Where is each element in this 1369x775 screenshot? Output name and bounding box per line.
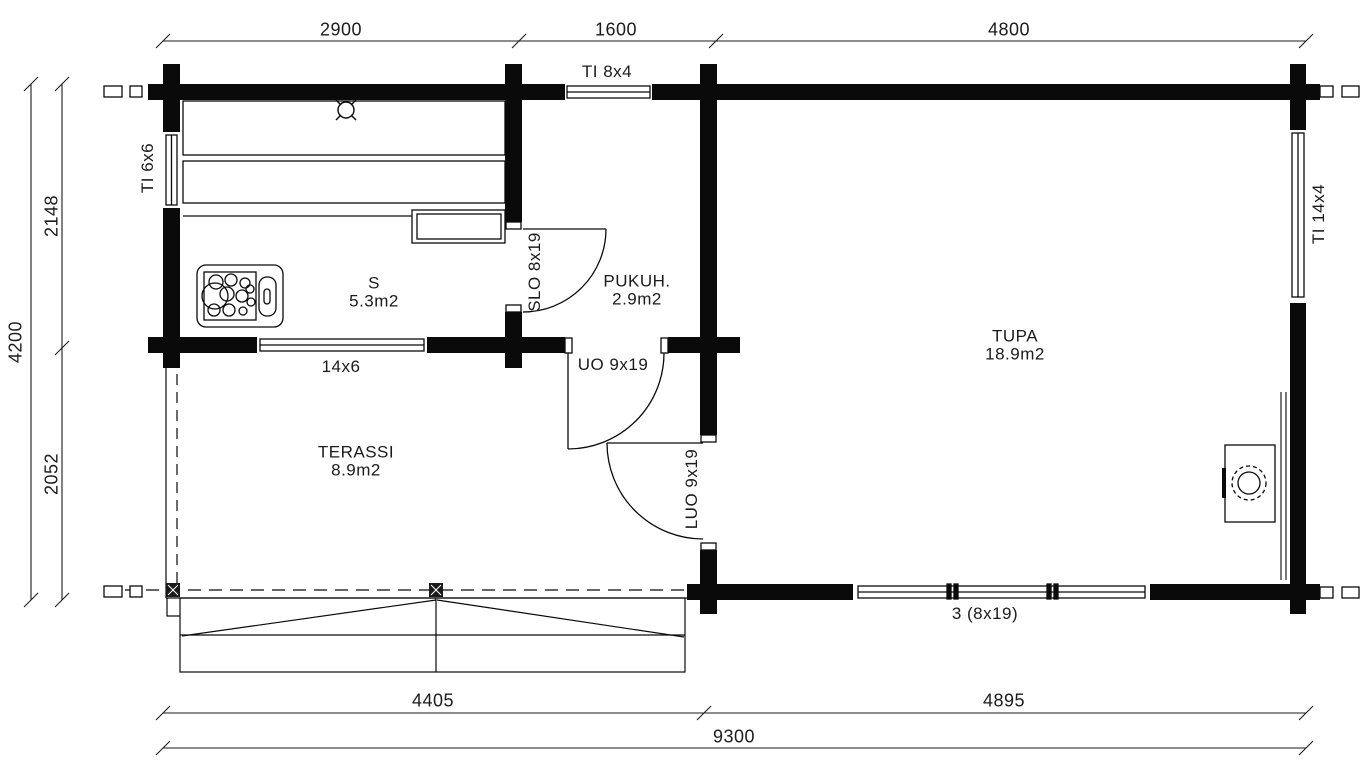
window-right-TI14x4: [1291, 132, 1305, 298]
ceiling-lamp-icon: [335, 99, 357, 121]
room-area: 18.9m2: [985, 345, 1045, 364]
room-label-terrace: TERASSI 8.9m2: [317, 442, 395, 481]
label-door-terrace: LUO 9x19: [682, 448, 701, 530]
terrace-structure: [104, 356, 700, 673]
dim-top-1: 2900: [319, 19, 363, 40]
window-tupa-triple: [857, 583, 1146, 600]
wall-shelf: [1280, 392, 1287, 580]
dim-bottom-right: 4895: [982, 690, 1026, 711]
dim-top-2: 1600: [594, 19, 638, 40]
room-label-dressing: PUKUH. 2.9m2: [603, 271, 671, 310]
room-name: TERASSI: [317, 442, 395, 462]
window-left-TI6x6: [165, 134, 178, 206]
dim-left-total: 4200: [5, 320, 26, 364]
log-ends: [103, 85, 1360, 599]
walls: [148, 64, 1320, 614]
dim-top-3: 4800: [987, 19, 1031, 40]
label-window-sauna: 14x6: [321, 357, 361, 376]
label-window-right: TI 14x4: [1309, 183, 1328, 245]
window-sauna-14x6: [259, 338, 425, 352]
room-area: 5.3m2: [349, 292, 399, 311]
room-area: 2.9m2: [612, 290, 662, 309]
window-top-TI8x4: [566, 85, 651, 99]
room-name: TUPA: [991, 326, 1039, 346]
window-symbols: [165, 85, 1305, 600]
dim-bottom-total: 9300: [712, 726, 756, 747]
door-terrace-LUO: [606, 434, 717, 551]
dim-left-upper: 2148: [41, 194, 62, 238]
label-door-sauna: SLO 8x19: [525, 232, 544, 312]
door-symbols: [505, 221, 717, 551]
room-name: PUKUH.: [603, 271, 671, 291]
room-name: S: [368, 273, 380, 293]
label-door-front: UO 9x19: [577, 355, 649, 374]
dimension-lines: [23, 33, 1314, 756]
dim-bottom-left: 4405: [411, 690, 455, 711]
sauna-stove: [196, 264, 284, 328]
sauna-benches: [182, 100, 506, 244]
room-label-sauna: S 5.3m2: [349, 273, 399, 312]
room-label-living: TUPA 18.9m2: [985, 326, 1045, 365]
door-sauna-SLO: [505, 221, 607, 313]
label-window-top: TI 8x4: [581, 62, 633, 81]
terrace-steps: [166, 597, 686, 673]
tupa-fireplace: [1222, 444, 1276, 523]
dim-left-lower: 2052: [41, 452, 62, 496]
label-window-left: TI 6x6: [138, 142, 157, 194]
label-window-tupa: 3 (8x19): [951, 604, 1019, 623]
door-front-UO: [564, 337, 669, 450]
room-area: 8.9m2: [331, 461, 381, 480]
